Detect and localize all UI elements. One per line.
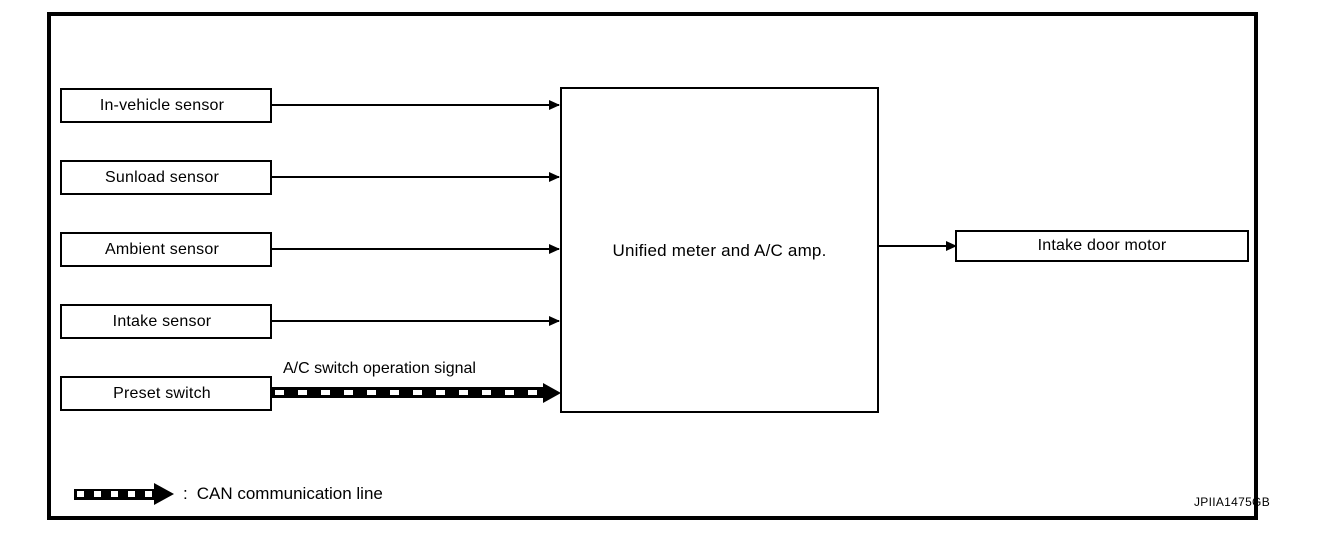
can-dashed-bar bbox=[271, 387, 544, 398]
arrow-hub-to-intake-door-motor bbox=[879, 245, 956, 247]
figure-id-code: JPIIA1475GB bbox=[1193, 495, 1270, 509]
node-label: Sunload sensor bbox=[105, 168, 219, 186]
node-label: In-vehicle sensor bbox=[99, 96, 225, 114]
node-label: Intake sensor bbox=[112, 312, 212, 330]
node-label: Intake door motor bbox=[1037, 237, 1167, 254]
node-intake-sensor[interactable]: Intake sensor bbox=[60, 304, 272, 339]
legend-separator: : bbox=[183, 484, 188, 503]
can-arrowhead-icon bbox=[154, 483, 174, 505]
node-preset-switch[interactable]: Preset switch bbox=[60, 376, 272, 411]
can-arrowhead-icon bbox=[543, 382, 561, 403]
node-unified-meter-and-ac-amp[interactable]: Unified meter and A/C amp. bbox=[560, 87, 879, 413]
arrow-sunload-sensor-to-hub bbox=[271, 176, 559, 178]
arrow-ambient-sensor-to-hub bbox=[271, 248, 559, 250]
node-label: Ambient sensor bbox=[105, 240, 219, 258]
can-dashed-bar bbox=[74, 488, 155, 500]
node-sunload-sensor[interactable]: Sunload sensor bbox=[60, 160, 272, 195]
legend: : CAN communication line bbox=[74, 483, 383, 505]
can-arrow-preset-switch-to-hub bbox=[271, 382, 561, 403]
arrow-intake-sensor-to-hub bbox=[271, 320, 559, 322]
node-intake-door-motor[interactable]: Intake door motor bbox=[955, 230, 1249, 262]
can-line-legend-icon bbox=[74, 483, 174, 505]
node-label: Unified meter and A/C amp. bbox=[612, 240, 827, 260]
signal-label-ac-switch: A/C switch operation signal bbox=[283, 360, 476, 377]
node-in-vehicle-sensor[interactable]: In-vehicle sensor bbox=[60, 88, 272, 123]
arrow-in-vehicle-sensor-to-hub bbox=[271, 104, 559, 106]
node-ambient-sensor[interactable]: Ambient sensor bbox=[60, 232, 272, 267]
legend-can-label: CAN communication line bbox=[196, 484, 383, 503]
node-label: Preset switch bbox=[113, 384, 211, 402]
